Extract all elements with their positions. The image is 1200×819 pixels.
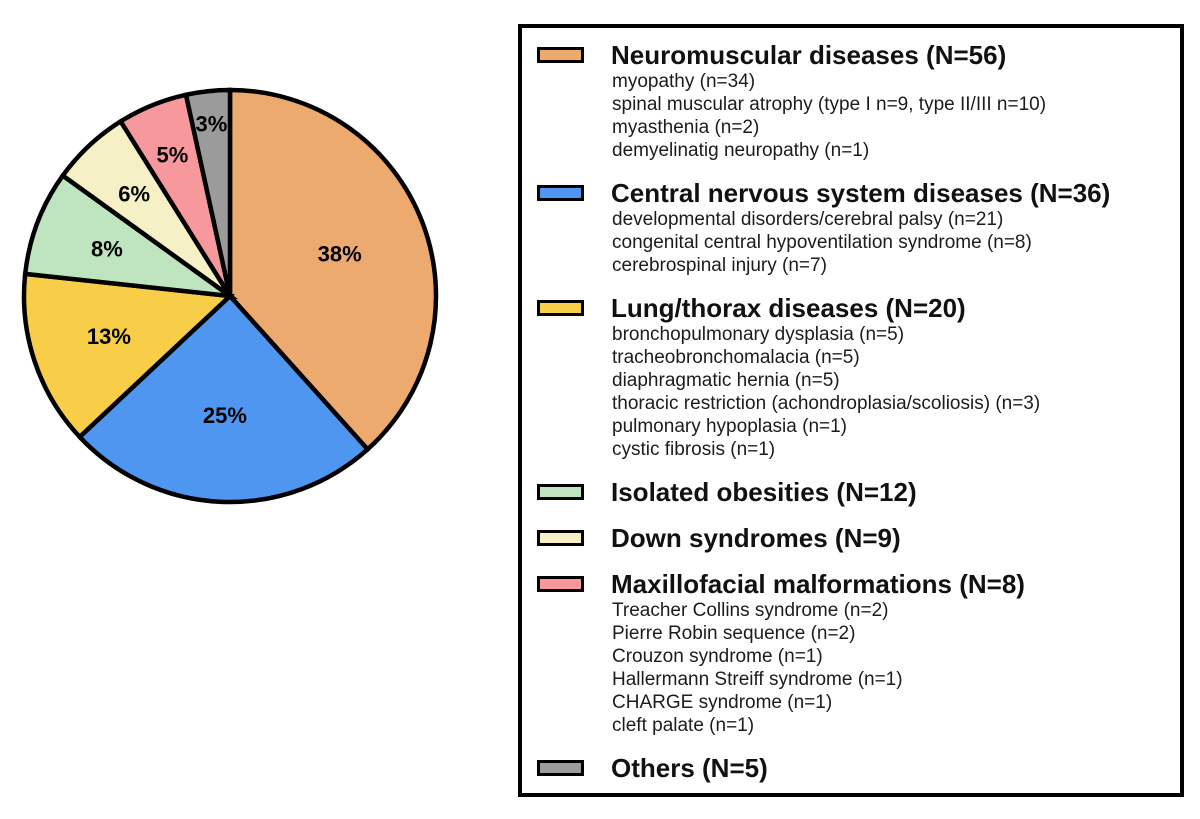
legend-detail: cleft palate (n=1) bbox=[612, 715, 755, 736]
legend-swatch-maxillofacial bbox=[537, 576, 584, 592]
pie-percent-label: 25% bbox=[203, 403, 247, 428]
legend-item-others: Others (N=5) bbox=[522, 753, 1172, 783]
legend-row: Isolated obesities (N=12) bbox=[522, 477, 1172, 507]
legend-title: Neuromuscular diseases (N=56) bbox=[611, 40, 1007, 70]
legend-detail: developmental disorders/cerebral palsy (… bbox=[612, 209, 1004, 230]
pie-percent-label: 13% bbox=[87, 324, 131, 349]
legend-detail: Crouzon syndrome (n=1) bbox=[612, 646, 823, 667]
legend-detail: pulmonary hypoplasia (n=1) bbox=[612, 416, 847, 437]
legend-detail: spinal muscular atrophy (type I n=9, typ… bbox=[612, 94, 1047, 115]
pie-slice-lung-thorax-diseases bbox=[21, 271, 236, 441]
legend-item-isolated-obesities: Isolated obesities (N=12) bbox=[522, 477, 1172, 507]
legend-details: Treacher Collins syndrome (n=2) Pierre R… bbox=[612, 599, 1172, 737]
legend-swatch-lung-thorax bbox=[537, 300, 584, 316]
legend-detail: Treacher Collins syndrome (n=2) bbox=[612, 600, 889, 621]
legend-details: bronchopulmonary dysplasia (n=5) tracheo… bbox=[612, 323, 1172, 461]
legend-title: Lung/thorax diseases (N=20) bbox=[611, 293, 966, 323]
legend-swatch-neuromuscular bbox=[537, 47, 584, 63]
pie-slice-central-nervous-system-diseases bbox=[76, 292, 371, 505]
legend-detail: tracheobronchomalacia (n=5) bbox=[612, 347, 860, 368]
legend-item-cns: Central nervous system diseases (N=36) d… bbox=[522, 178, 1172, 277]
legend-item-lung-thorax: Lung/thorax diseases (N=20) bronchopulmo… bbox=[522, 293, 1172, 461]
pie-slice-neuromuscular-diseases bbox=[227, 87, 439, 453]
legend-detail: myasthenia (n=2) bbox=[612, 117, 760, 138]
legend-title: Down syndromes (N=9) bbox=[611, 523, 901, 553]
pie-chart: 38% 25% 13% 8% 6% 5% 3% bbox=[21, 87, 439, 505]
legend-item-maxillofacial: Maxillofacial malformations (N=8) Treach… bbox=[522, 569, 1172, 737]
legend-swatch-cns bbox=[537, 185, 584, 201]
legend-row: Maxillofacial malformations (N=8) bbox=[522, 569, 1172, 599]
pie-slice-others bbox=[183, 87, 233, 297]
pie-percent-label: 8% bbox=[91, 236, 123, 261]
legend-detail: myopathy (n=34) bbox=[612, 71, 756, 92]
legend-detail: cerebrospinal injury (n=7) bbox=[612, 255, 827, 276]
legend-title: Maxillofacial malformations (N=8) bbox=[611, 569, 1025, 599]
legend-detail: Pierre Robin sequence (n=2) bbox=[612, 623, 856, 644]
legend-detail: bronchopulmonary dysplasia (n=5) bbox=[612, 324, 905, 345]
legend-details: myopathy (n=34) spinal muscular atrophy … bbox=[612, 70, 1172, 162]
pie-percent-label: 3% bbox=[196, 112, 228, 137]
pie-percent-label: 5% bbox=[157, 142, 189, 167]
legend-detail: diaphragmatic hernia (n=5) bbox=[612, 370, 840, 391]
legend-title: Central nervous system diseases (N=36) bbox=[611, 178, 1111, 208]
legend-title: Others (N=5) bbox=[611, 753, 768, 783]
legend-detail: Hallermann Streiff syndrome (n=1) bbox=[612, 669, 903, 690]
pie-percent-label: 38% bbox=[318, 242, 362, 267]
legend-row: Neuromuscular diseases (N=56) bbox=[522, 40, 1172, 70]
legend-swatch-others bbox=[537, 760, 584, 776]
legend-item-down-syndromes: Down syndromes (N=9) bbox=[522, 523, 1172, 553]
legend-detail: CHARGE syndrome (n=1) bbox=[612, 692, 833, 713]
legend-row: Central nervous system diseases (N=36) bbox=[522, 178, 1172, 208]
legend-detail: congenital central hypoventilation syndr… bbox=[612, 232, 1032, 253]
legend-detail: thoracic restriction (achondroplasia/sco… bbox=[612, 393, 1041, 414]
legend-details: developmental disorders/cerebral palsy (… bbox=[612, 208, 1172, 277]
legend-title: Isolated obesities (N=12) bbox=[611, 477, 917, 507]
legend-row: Lung/thorax diseases (N=20) bbox=[522, 293, 1172, 323]
legend-swatch-down-syndromes bbox=[537, 530, 584, 546]
legend-swatch-isolated-obesities bbox=[537, 484, 584, 500]
legend-box: Neuromuscular diseases (N=56) myopathy (… bbox=[518, 24, 1184, 797]
pie-percent-label: 6% bbox=[118, 181, 150, 206]
legend-item-neuromuscular: Neuromuscular diseases (N=56) myopathy (… bbox=[522, 40, 1172, 162]
legend-row: Down syndromes (N=9) bbox=[522, 523, 1172, 553]
legend-detail: demyelinatig neuropathy (n=1) bbox=[612, 140, 870, 161]
legend-detail: cystic fibrosis (n=1) bbox=[612, 439, 776, 460]
legend-row: Others (N=5) bbox=[522, 753, 1172, 783]
